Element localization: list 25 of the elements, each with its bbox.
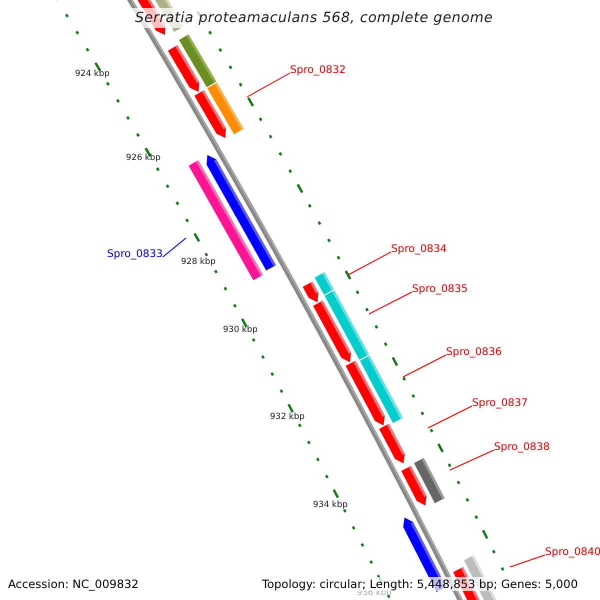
scale-label: 926 kbp — [126, 153, 161, 163]
leader-line — [348, 252, 392, 276]
scale-label: 936 kbp — [357, 588, 392, 598]
leader-line — [510, 554, 546, 568]
leader-line — [450, 450, 494, 470]
leader-line — [162, 238, 186, 258]
scale-label: 924 kbp — [75, 69, 110, 79]
gene-label: Spro_0837 — [472, 397, 528, 409]
info-text: Accession: NC_009832 — [8, 577, 139, 591]
info-text: Topology: circular; Length: 5,448,853 bp; Genes: 5,000 — [262, 577, 578, 591]
gene-label: Spro_0838 — [494, 441, 550, 453]
leader-line — [368, 292, 412, 314]
gene-label: Spro_0832 — [290, 64, 346, 76]
gene-label: Spro_0835 — [412, 283, 468, 295]
leader-line — [428, 406, 472, 428]
scale-label: 934 kbp — [313, 500, 348, 510]
scale-label: 928 kbp — [181, 257, 216, 267]
gene-label: Spro_0834 — [391, 243, 447, 255]
scale-label: 930 kbp — [223, 325, 258, 335]
leader-line — [402, 354, 446, 378]
scale-label: 932 kbp — [270, 412, 305, 422]
gene-label: Spro_0840 — [545, 546, 600, 558]
leader-line — [246, 72, 290, 98]
gene-label: Spro_0836 — [446, 346, 502, 358]
gene-label: Spro_0833 — [107, 248, 163, 260]
